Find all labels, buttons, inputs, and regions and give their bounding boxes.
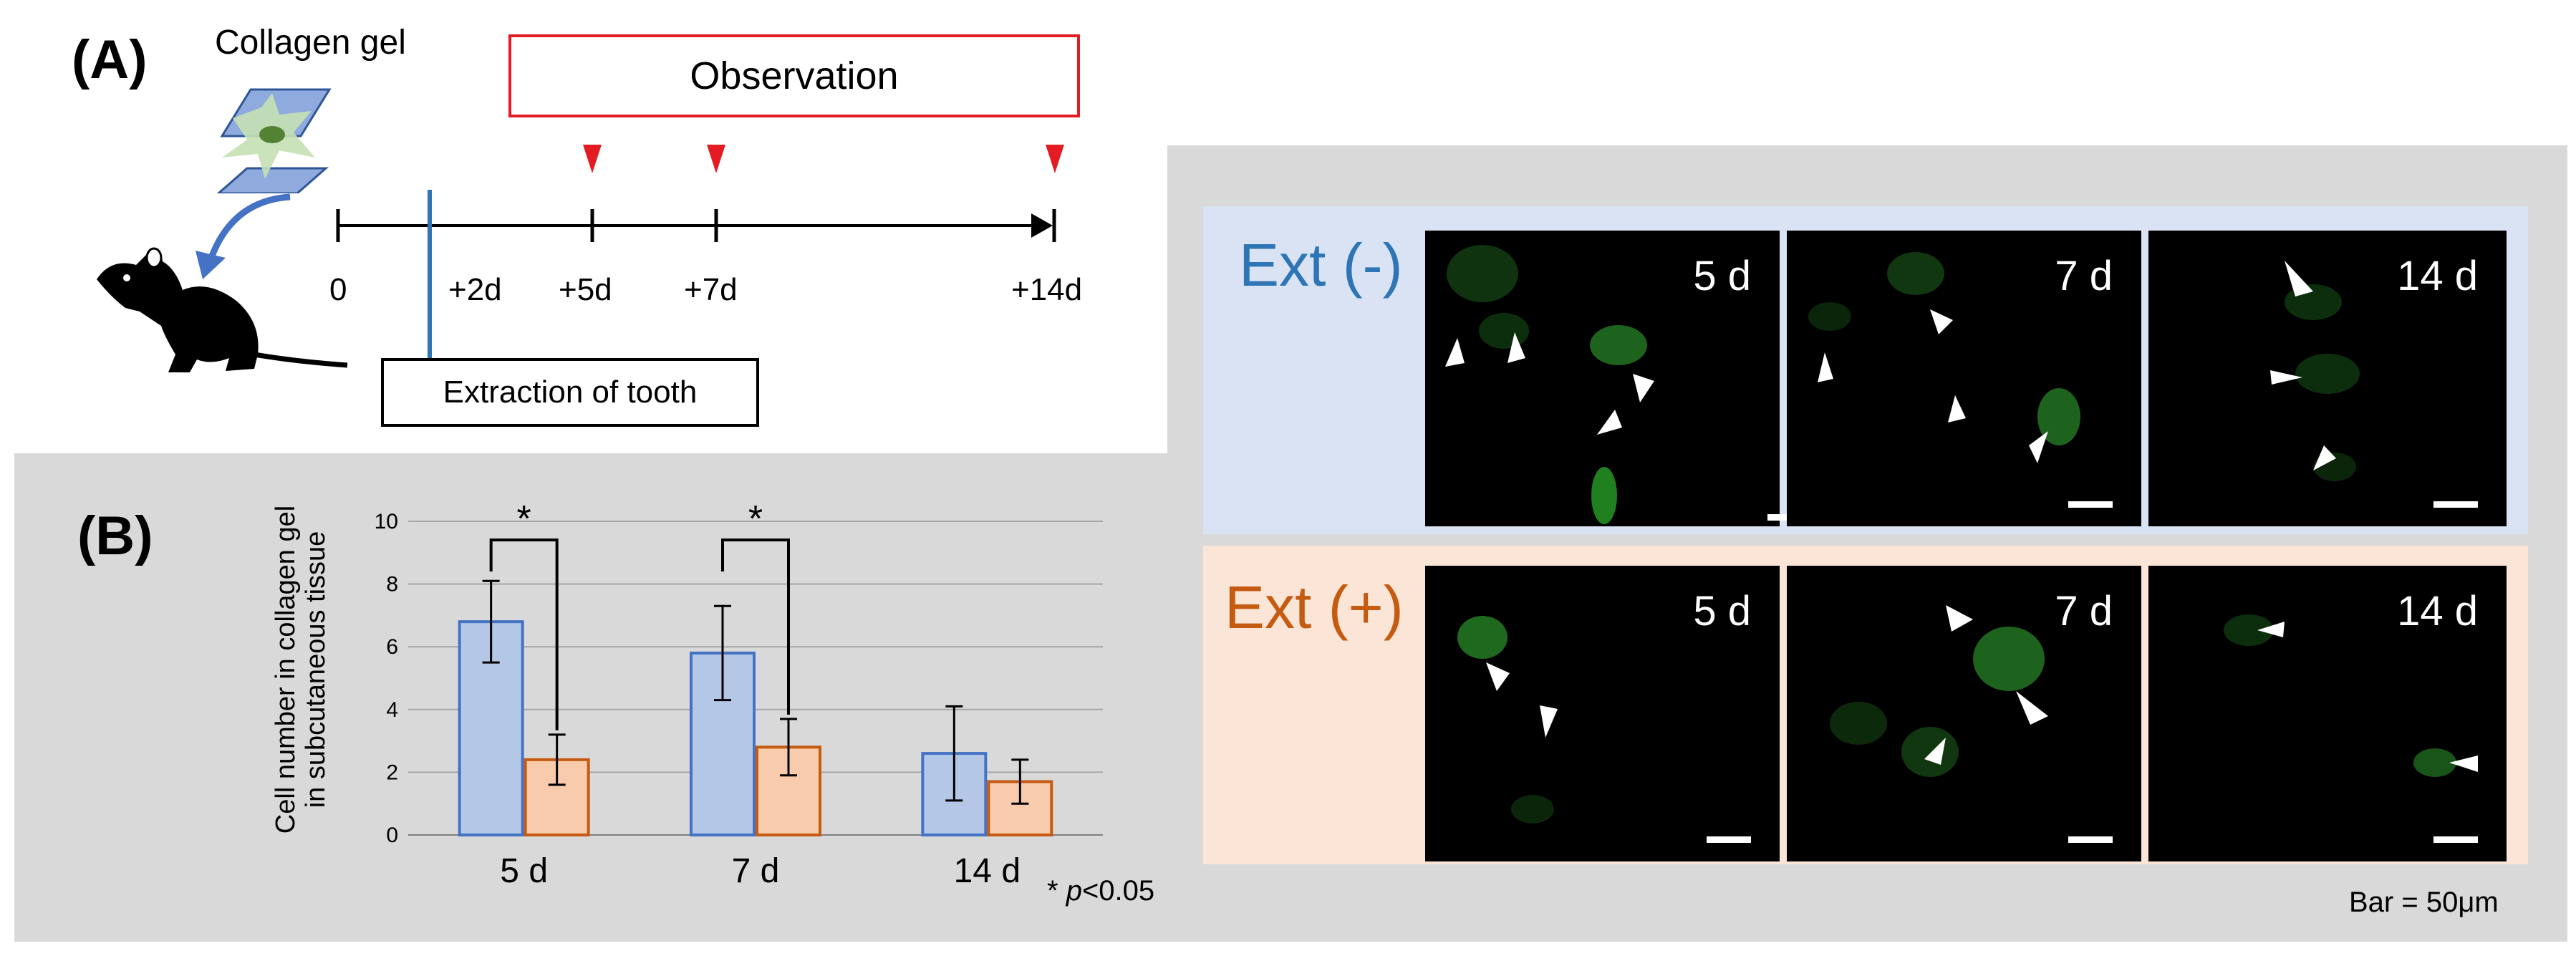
y-axis-title-line1: Cell number in collagen gel bbox=[271, 505, 301, 834]
scale-bar bbox=[2433, 836, 2478, 843]
scale-bar-note: Bar = 50μm bbox=[2349, 887, 2499, 918]
x-category-label: 5 d bbox=[500, 852, 548, 888]
scale-bar bbox=[1707, 836, 1751, 843]
micrograph-ext-minus-5d: 5 d bbox=[1425, 231, 1780, 526]
significance-bracket bbox=[721, 539, 790, 715]
panel-a-label: (A) bbox=[72, 29, 148, 90]
tick-2d: +2d bbox=[448, 272, 502, 307]
micrograph-ext-minus-7d: 7 d bbox=[1787, 231, 2141, 526]
tick-7d: +7d bbox=[684, 272, 738, 307]
curved-arrow-icon bbox=[196, 193, 291, 279]
day-label: 14 d bbox=[2397, 588, 2478, 634]
y-tick-label: 0 bbox=[386, 824, 398, 847]
extraction-box: Extraction of tooth bbox=[381, 358, 759, 427]
tick-14d: +14d bbox=[1011, 272, 1083, 307]
scale-bar bbox=[2068, 501, 2113, 508]
day-label: 14 d bbox=[2397, 253, 2478, 299]
micrograph-ext-plus-14d: 14 d bbox=[2148, 566, 2507, 861]
timeline bbox=[336, 145, 1064, 359]
y-tick-label: 4 bbox=[386, 698, 398, 722]
x-category-label: 7 d bbox=[732, 852, 780, 888]
tick-0: 0 bbox=[329, 272, 347, 307]
y-tick-label: 10 bbox=[375, 510, 398, 533]
y-axis-title: Cell number in collagen gel in subcutane… bbox=[271, 501, 331, 838]
x-category-label: 14 d bbox=[954, 852, 1021, 888]
significance-note: * p<0.05 bbox=[1047, 875, 1154, 907]
ext-plus-label: Ext (+) bbox=[1225, 574, 1404, 641]
day-label: 7 d bbox=[2055, 253, 2113, 299]
significance-star: * bbox=[748, 498, 763, 540]
y-tick-label: 8 bbox=[386, 573, 398, 597]
sig-note-rest: <0.05 bbox=[1081, 875, 1155, 907]
tick-5d: +5d bbox=[559, 272, 612, 307]
panel-b-background bbox=[14, 453, 1174, 942]
observation-box: Observation bbox=[508, 34, 1080, 117]
scale-bar bbox=[2433, 501, 2478, 508]
y-tick-label: 2 bbox=[386, 761, 398, 784]
micrograph-ext-plus-5d: 5 d bbox=[1425, 566, 1780, 861]
extraction-label: Extraction of tooth bbox=[443, 375, 698, 410]
day-label: 7 d bbox=[2055, 588, 2113, 634]
collagen-gel-label: Collagen gel bbox=[215, 24, 406, 62]
significance-bracket bbox=[489, 539, 559, 730]
micrograph-ext-minus-14d: 14 d bbox=[2148, 231, 2507, 526]
mouse-icon bbox=[97, 247, 348, 372]
sig-note-p: p bbox=[1066, 875, 1082, 907]
bar-chart: 0 2 4 6 8 10 5 d * 7 d * 14 d bbox=[375, 498, 1103, 888]
micrograph-ext-plus-7d: 7 d bbox=[1787, 566, 2141, 861]
significance-star: * bbox=[517, 498, 531, 540]
bar bbox=[524, 758, 590, 837]
collagen-gel-icon bbox=[216, 88, 332, 193]
sig-note-star: * bbox=[1047, 875, 1066, 907]
y-axis-title-line2: in subcutaneous tissue bbox=[301, 531, 331, 808]
panel-b-label: (B) bbox=[77, 506, 153, 566]
day-label: 5 d bbox=[1693, 253, 1751, 299]
day-label: 5 d bbox=[1693, 588, 1751, 634]
scale-bar bbox=[2068, 836, 2113, 843]
y-tick-label: 6 bbox=[386, 635, 398, 659]
ext-minus-label: Ext (-) bbox=[1239, 231, 1403, 299]
observation-label: Observation bbox=[690, 54, 899, 97]
